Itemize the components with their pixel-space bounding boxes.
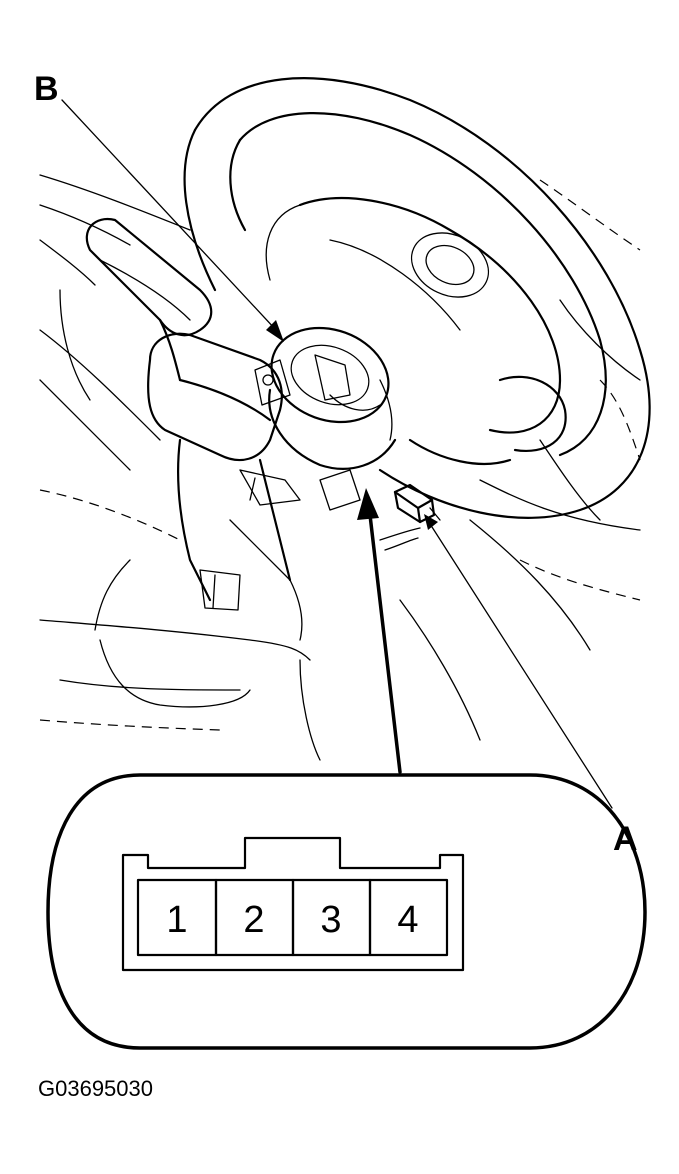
figure-code: G03695030 (38, 1076, 153, 1101)
leader-arrow-connector (357, 488, 402, 774)
pin-label-4: 4 (397, 899, 418, 941)
pin-label-3: 3 (320, 899, 341, 941)
label-a: A (613, 820, 638, 858)
leader-arrow-a (424, 514, 613, 809)
steering-column-shroud (147, 332, 361, 641)
steering-wheel (183, 77, 651, 519)
pin-label-2: 2 (243, 899, 264, 941)
leader-arrow-b (61, 99, 284, 342)
cable-reel (254, 326, 397, 470)
connector-a (379, 483, 441, 551)
connector-face (121, 836, 465, 972)
dashboard-linework (39, 174, 641, 761)
connector-pin-labels: 1 2 3 4 (166, 899, 418, 941)
pin-label-1: 1 (166, 899, 187, 941)
combination-switch-stalk (85, 217, 213, 382)
label-b: B (34, 70, 59, 108)
connector-face-callout (46, 773, 647, 1050)
